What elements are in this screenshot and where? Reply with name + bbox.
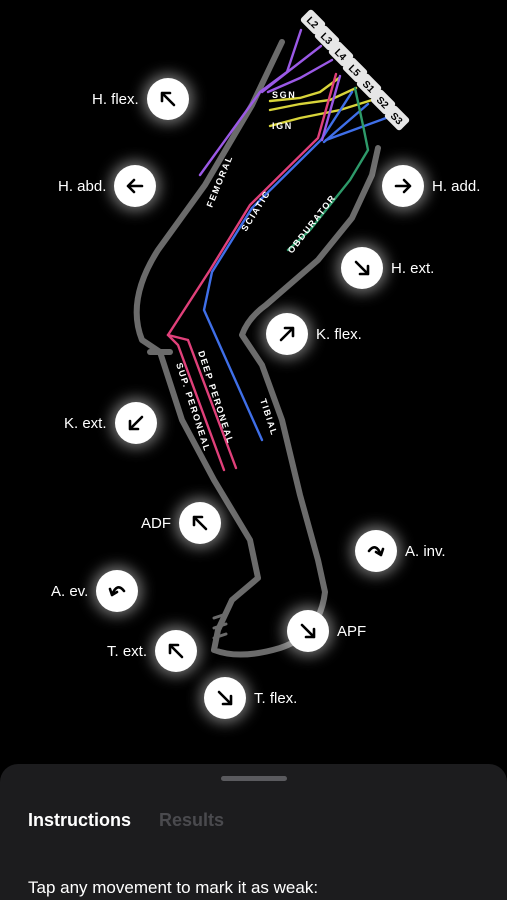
movement-label: ADF bbox=[141, 514, 171, 532]
root-tag-l5: L5 bbox=[342, 57, 368, 83]
arrow-down-left-icon[interactable] bbox=[114, 402, 157, 444]
movement-adf[interactable]: ADF bbox=[141, 502, 221, 544]
movement-h-ext[interactable]: H. ext. bbox=[341, 247, 434, 289]
curved-arrow-down-left-icon[interactable] bbox=[96, 570, 139, 612]
arrow-down-right-icon[interactable] bbox=[341, 247, 383, 289]
movement-label: A. inv. bbox=[405, 542, 446, 560]
arrow-up-left-icon[interactable] bbox=[155, 630, 198, 672]
sheet-drag-handle[interactable] bbox=[221, 776, 287, 781]
movement-k-ext[interactable]: K. ext. bbox=[64, 402, 157, 444]
arrow-up-left-icon[interactable] bbox=[179, 502, 221, 544]
movement-h-flex[interactable]: H. flex. bbox=[92, 78, 189, 120]
movement-label: T. flex. bbox=[254, 689, 298, 707]
movement-label: H. flex. bbox=[92, 90, 139, 108]
movement-a-inv[interactable]: A. inv. bbox=[355, 530, 446, 572]
arrow-down-right-icon[interactable] bbox=[287, 610, 329, 652]
root-tag-l3: L3 bbox=[314, 25, 340, 51]
tab-results[interactable]: Results bbox=[159, 810, 225, 830]
root-tag-s2: S2 bbox=[370, 89, 396, 115]
tab-instructions[interactable]: Instructions bbox=[28, 810, 132, 830]
arrow-right-icon[interactable] bbox=[382, 165, 424, 207]
arrow-up-left-icon[interactable] bbox=[146, 78, 189, 120]
movement-h-abd[interactable]: H. abd. bbox=[58, 165, 157, 207]
root-tags: L2 L3 L4 L5 S1 S2 S3 bbox=[300, 9, 410, 131]
movement-label: A. ev. bbox=[51, 582, 89, 600]
root-tag-s1: S1 bbox=[356, 73, 382, 99]
movement-t-flex[interactable]: T. flex. bbox=[204, 677, 297, 719]
root-tag-l4: L4 bbox=[328, 41, 354, 67]
arrow-down-right-icon[interactable] bbox=[204, 677, 246, 719]
instruction-text: Tap any movement to mark it as weak: bbox=[28, 878, 319, 897]
curved-arrow-down-right-icon[interactable] bbox=[355, 530, 397, 572]
sheet-tabs: Instructions Results bbox=[28, 810, 224, 831]
movement-label: H. abd. bbox=[58, 177, 107, 195]
movement-label: T. ext. bbox=[107, 642, 148, 660]
movement-label: H. add. bbox=[432, 177, 481, 195]
bottom-sheet: Instructions Results Tap any movement to… bbox=[0, 764, 507, 900]
movement-label: APF bbox=[337, 622, 367, 640]
movement-label: K. flex. bbox=[316, 325, 362, 343]
leg-nerve-diagram: SGN IGN FEMORAL SCIATIC OBDURATOR DEEP P… bbox=[133, 9, 410, 658]
sgn-label: SGN bbox=[272, 90, 296, 100]
arrow-left-icon[interactable] bbox=[114, 165, 157, 207]
movement-apf[interactable]: APF bbox=[287, 610, 366, 652]
leg-outline bbox=[133, 39, 381, 658]
nerve-lines bbox=[166, 28, 388, 472]
root-tag-s3: S3 bbox=[384, 105, 410, 131]
ign-label: IGN bbox=[272, 121, 293, 131]
movement-a-ev[interactable]: A. ev. bbox=[51, 570, 139, 612]
movement-label: H. ext. bbox=[391, 259, 435, 277]
movement-t-ext[interactable]: T. ext. bbox=[107, 630, 198, 672]
arrow-up-right-icon[interactable] bbox=[266, 313, 308, 355]
movement-h-add[interactable]: H. add. bbox=[382, 165, 480, 207]
sciatic-label: SCIATIC bbox=[239, 188, 272, 233]
root-tag-l2: L2 bbox=[300, 9, 326, 35]
movement-k-flex[interactable]: K. flex. bbox=[266, 313, 362, 355]
movement-label: K. ext. bbox=[64, 414, 107, 432]
